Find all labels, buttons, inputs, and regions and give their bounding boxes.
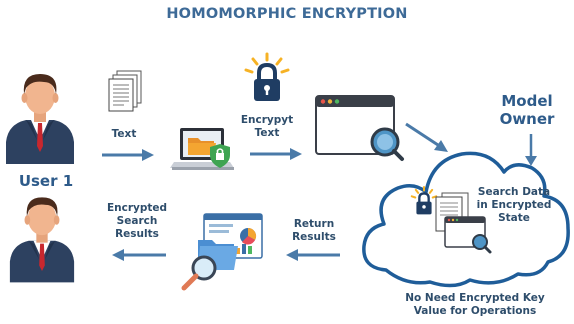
document-stack-icon: [108, 70, 142, 112]
no-need-key-label: No Need Encrypted Key Value for Operatio…: [405, 292, 545, 317]
text-label: Text: [111, 128, 137, 140]
cloud-browser-search-icon: [444, 216, 492, 254]
laptop-folder-shield-icon: [170, 128, 234, 170]
browser-search-icon: [315, 95, 404, 161]
arrow-cloud-to-report: [286, 249, 340, 261]
return-results-label: Return Results: [292, 218, 336, 243]
user-avatar-bottom: [9, 197, 75, 283]
model-owner-label: Model Owner: [499, 92, 555, 128]
cloud-padlock-icon: [410, 185, 438, 215]
user-avatar-top: [6, 74, 74, 164]
arrow-user-to-laptop: [102, 149, 154, 161]
arrow-report-to-user: [112, 249, 166, 261]
user-label: User 1: [18, 172, 74, 190]
encrypted-search-results-label: Encrypted Search Results: [106, 202, 168, 240]
padlock-icon: [244, 52, 290, 101]
arrow-laptop-to-browser: [250, 148, 302, 160]
arrow-browser-to-cloud: [405, 122, 448, 152]
page-title: HOMOMORPHIC ENCRYPTION: [166, 6, 408, 22]
encrypt-text-label: Encrypyt Text: [240, 114, 294, 139]
model-owner-arrow: [525, 134, 537, 166]
report-magnifier-icon: [181, 213, 263, 291]
search-encrypted-label: Search Data in Encrypted State: [476, 186, 552, 224]
